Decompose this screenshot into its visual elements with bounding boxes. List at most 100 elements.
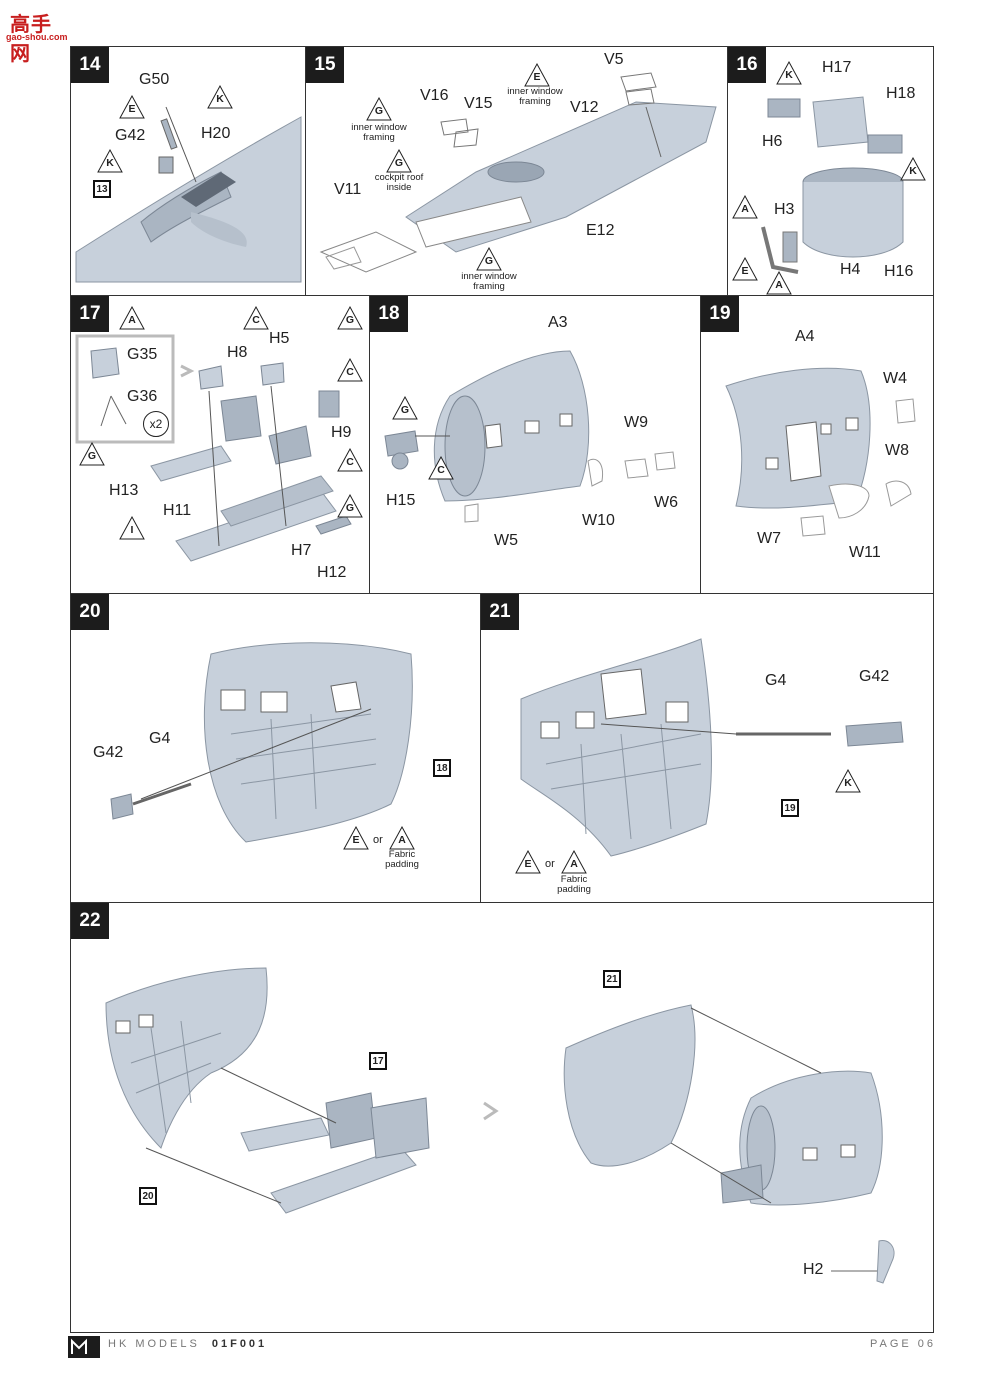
paint-code-g: G: [386, 149, 412, 173]
label-g42: G42: [115, 127, 146, 144]
paint-code-a: A: [119, 306, 145, 330]
watermark-title: 高手网: [10, 12, 52, 65]
label-e12: E12: [586, 222, 615, 239]
paint-code-e: E: [524, 63, 550, 87]
step-14-panel: 14 G50 G42 H20 K E K 13: [70, 46, 307, 297]
label-w10: W10: [582, 512, 615, 529]
label-h4: H4: [840, 261, 861, 278]
label-w7: W7: [757, 530, 781, 547]
label-w6: W6: [654, 494, 678, 511]
label-w11: W11: [849, 544, 881, 561]
step-20-panel: 20 G42 G4 18 E or A Fabric padding: [70, 593, 482, 904]
note-inner-window-framing: inner window framing: [461, 271, 517, 292]
nose-section-right-illustration: [725, 367, 916, 537]
nose-section-left-illustration: [384, 350, 676, 523]
label-g42: G42: [859, 668, 890, 685]
footer-brand-name: HK MODELS: [108, 1338, 200, 1350]
paint-code-c: C: [337, 448, 363, 472]
fuselage-nose-illustration: [75, 106, 302, 283]
label-v16: V16: [420, 87, 449, 104]
label-w4: W4: [883, 370, 907, 387]
step-number: 14: [71, 47, 109, 83]
label-h5: H5: [269, 330, 290, 347]
or-text: or: [545, 858, 555, 870]
cockpit-floor-illustration: [75, 334, 352, 562]
paint-code-g: G: [366, 97, 392, 121]
label-h6: H6: [762, 133, 783, 150]
paint-code-a: A: [389, 826, 415, 850]
step-22-panel: 22 17 20 21 H2: [70, 902, 934, 1333]
watermark-url: gao-shou.com: [6, 32, 68, 42]
paint-code-e: E: [732, 257, 758, 281]
paint-code-k: K: [900, 157, 926, 181]
paint-code-i: I: [119, 516, 145, 540]
label-v15: V15: [464, 95, 493, 112]
label-h12: H12: [317, 564, 347, 581]
label-h13: H13: [109, 482, 139, 499]
label-h17: H17: [822, 59, 852, 76]
paint-code-e: E: [343, 826, 369, 850]
step-21-panel: 21 G4 G42 K 19 E or A Fabric padding: [480, 593, 934, 904]
label-v12: V12: [570, 99, 599, 116]
paint-code-k: K: [835, 769, 861, 793]
step-number: 20: [71, 594, 109, 630]
label-h16: H16: [884, 263, 914, 280]
label-w8: W8: [885, 442, 909, 459]
footer-product-code: 01F001: [211, 1338, 268, 1350]
step-reference-17: 17: [369, 1052, 387, 1070]
turret-parts-illustration: [761, 96, 904, 274]
note-cockpit-roof-inside: cockpit roof inside: [374, 172, 424, 193]
hk-models-logo: [68, 1336, 100, 1358]
step-number: 19: [701, 296, 739, 332]
paint-code-e: E: [515, 850, 541, 874]
label-g4: G4: [149, 730, 171, 747]
paint-code-g: G: [476, 247, 502, 271]
step-reference-21: 21: [603, 970, 621, 988]
label-h7: H7: [291, 542, 312, 559]
canopy-illustration: [319, 72, 717, 273]
label-v11: V11: [334, 181, 362, 198]
label-w9: W9: [624, 414, 648, 431]
label-h15: H15: [386, 492, 416, 509]
step-reference-18: 18: [433, 759, 451, 777]
quantity-x2-badge: x2: [143, 411, 169, 437]
step-reference-20: 20: [139, 1187, 157, 1205]
step-17-panel: 17 G35 G36 x2 H8 H5 H9 H13 H11 H7 H12 A …: [70, 295, 371, 595]
paint-code-c: C: [337, 358, 363, 382]
paint-code-k: K: [207, 85, 233, 109]
paint-code-g: G: [392, 396, 418, 420]
label-g35: G35: [127, 346, 158, 363]
step-19-panel: 19 A4 W4 W8 W7 W11: [700, 295, 934, 595]
label-g50: G50: [139, 71, 170, 88]
label-h11: H11: [163, 502, 192, 519]
or-text: or: [373, 834, 383, 846]
paint-code-a: A: [732, 195, 758, 219]
paint-code-g: G: [79, 442, 105, 466]
step-15-panel: 15 V16 V15 V5 V12 V11 E12 G inner window…: [305, 46, 729, 297]
label-h2: H2: [803, 1261, 824, 1278]
paint-code-k: K: [97, 149, 123, 173]
label-h9: H9: [331, 424, 352, 441]
step-number: 15: [306, 47, 344, 83]
footer-brand: HK MODELS 01F001: [108, 1338, 267, 1350]
step-reference-13: 13: [93, 180, 111, 198]
nose-final-assembly-illustration: [105, 967, 895, 1284]
note-fabric-padding: Fabric padding: [557, 874, 591, 895]
label-w5: W5: [494, 532, 518, 549]
paint-code-g: G: [337, 306, 363, 330]
step-18-panel: 18 A3 W9 W6 W10 H15 W5 G C: [369, 295, 702, 595]
step-16-panel: 16 H17 H18 H6 H3 H4 H16 K K A E A: [727, 46, 934, 297]
paint-code-k: K: [776, 61, 802, 85]
label-h18: H18: [886, 85, 916, 102]
site-watermark-logo: 高手网 gao-shou.com: [6, 6, 72, 65]
page-number: PAGE 06: [870, 1338, 937, 1350]
nose-assembly-right-illustration: [520, 638, 904, 857]
label-h8: H8: [227, 344, 248, 361]
paint-code-a: A: [766, 271, 792, 295]
paint-code-a: A: [561, 850, 587, 874]
label-g42: G42: [93, 744, 124, 761]
paint-code-g: G: [337, 494, 363, 518]
label-g4: G4: [765, 672, 787, 689]
note-inner-window-framing: inner window framing: [507, 86, 563, 107]
label-h20: H20: [201, 125, 231, 142]
